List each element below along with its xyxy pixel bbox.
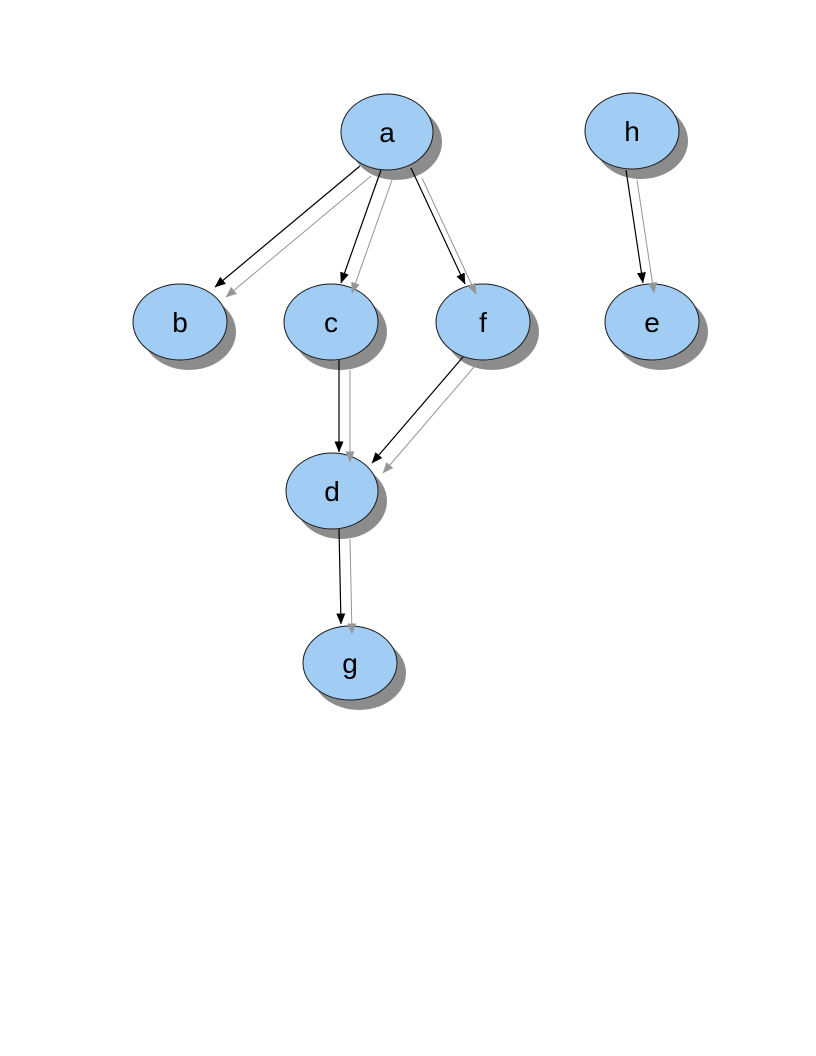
node-b-ellipse — [132, 283, 228, 361]
node-a-label: a — [379, 117, 395, 148]
node-f-label: f — [479, 307, 487, 338]
node-h: h — [584, 92, 688, 179]
edges-layer — [214, 165, 657, 635]
node-c-ellipse — [283, 283, 379, 361]
nodes-layer: a h b c f e d g — [132, 92, 708, 710]
edge-a-c-shadow — [351, 179, 393, 294]
node-c-label: c — [324, 307, 338, 338]
node-d-ellipse — [285, 452, 379, 530]
edge-d-g — [336, 528, 346, 625]
node-f-ellipse — [435, 283, 531, 361]
node-a-ellipse — [340, 93, 434, 171]
node-e-label: e — [644, 307, 660, 338]
edge-a-b-shadow — [225, 175, 372, 298]
node-d: d — [285, 452, 387, 539]
node-g: g — [302, 625, 406, 710]
node-c: c — [283, 283, 387, 370]
node-h-ellipse — [584, 92, 680, 170]
node-d-label: d — [324, 476, 340, 507]
edge-h-e-shadow — [636, 179, 657, 294]
edge-a-f — [410, 167, 466, 285]
edge-h-e — [625, 169, 646, 284]
node-f: f — [435, 283, 539, 370]
node-b: b — [132, 283, 236, 370]
edge-a-c — [340, 169, 382, 284]
node-h-label: h — [624, 116, 640, 147]
edge-f-d-shadow — [382, 366, 475, 474]
edge-f-d — [371, 356, 464, 464]
node-a: a — [340, 93, 442, 180]
node-b-label: b — [172, 307, 188, 338]
edge-d-g-shadow — [347, 538, 357, 635]
node-e: e — [604, 283, 708, 370]
node-g-label: g — [342, 648, 358, 679]
edge-a-b — [214, 165, 361, 288]
edge-a-f-shadow — [421, 177, 477, 295]
